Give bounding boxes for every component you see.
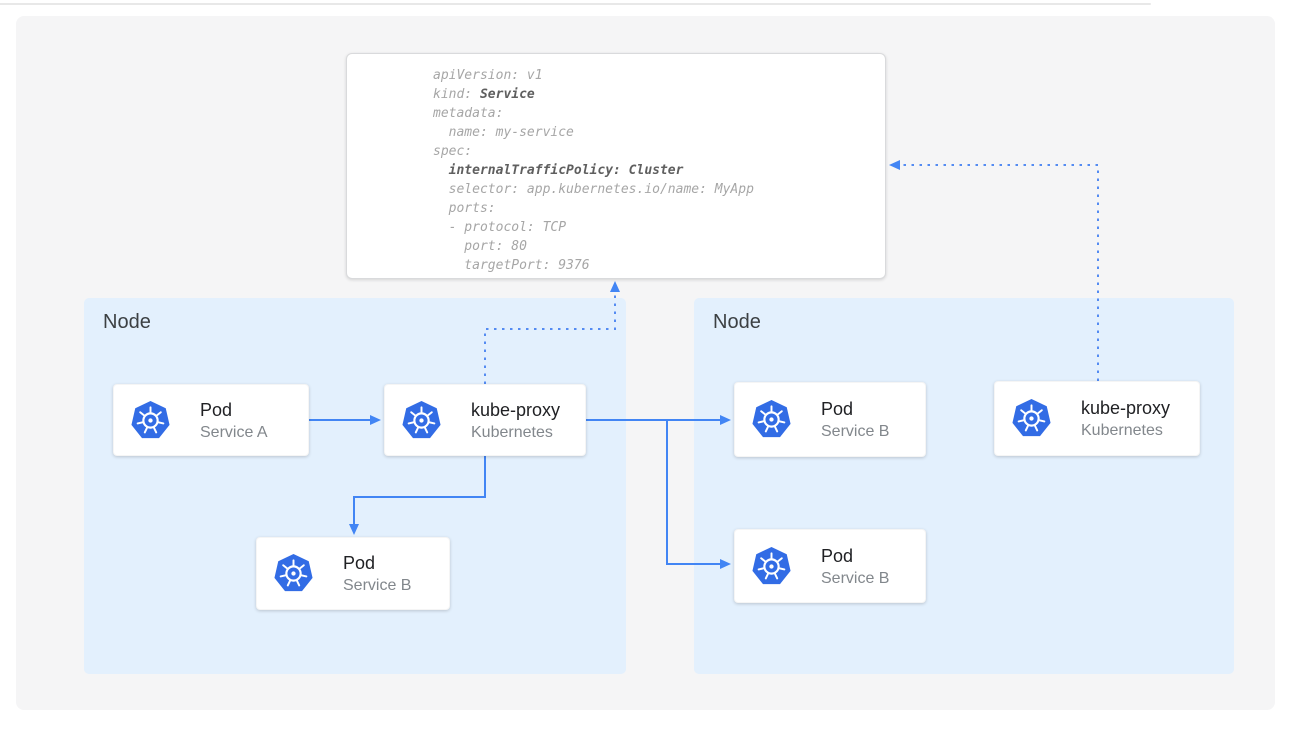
pod-card-title: Pod [343, 553, 376, 573]
node-panel-right: Node [694, 298, 1234, 674]
kubernetes-icon [129, 399, 172, 442]
pod-card-service-b-right-top: Pod Service B [734, 382, 926, 457]
pod-card-subtitle: Service B [821, 423, 890, 440]
pod-card-subtitle: Service B [821, 569, 890, 587]
kube-proxy-card-right: kube-proxy Kubernetes [994, 381, 1200, 456]
kube-proxy-card-left: kube-proxy Kubernetes [384, 384, 586, 456]
pod-card-service-b-left: Pod Service B [256, 537, 450, 610]
top-divider [0, 3, 1151, 5]
pod-card-title: Pod [200, 399, 233, 420]
pod-card-title: Pod [821, 399, 854, 419]
pod-card-service-b-right-bottom: Pod Service B [734, 529, 926, 603]
pod-card-subtitle: Service A [200, 423, 268, 441]
kubernetes-icon [750, 545, 793, 588]
pod-card-service-a: Pod Service A [113, 384, 309, 456]
kube-proxy-card-title: kube-proxy [1081, 398, 1171, 418]
pod-card-subtitle: Service B [343, 577, 412, 594]
node-panel-left: Node [84, 298, 626, 674]
kube-proxy-card-subtitle: Kubernetes [1081, 422, 1163, 439]
pod-card-title: Pod [821, 545, 854, 566]
kubernetes-icon [400, 399, 443, 442]
kubernetes-icon [272, 552, 315, 595]
kube-proxy-card-title: kube-proxy [471, 399, 561, 420]
kube-proxy-card-subtitle: Kubernetes [471, 423, 553, 441]
node-label: Node [103, 311, 151, 333]
kubernetes-icon [1010, 397, 1053, 440]
node-label: Node [713, 311, 761, 333]
kubernetes-icon [750, 398, 793, 441]
